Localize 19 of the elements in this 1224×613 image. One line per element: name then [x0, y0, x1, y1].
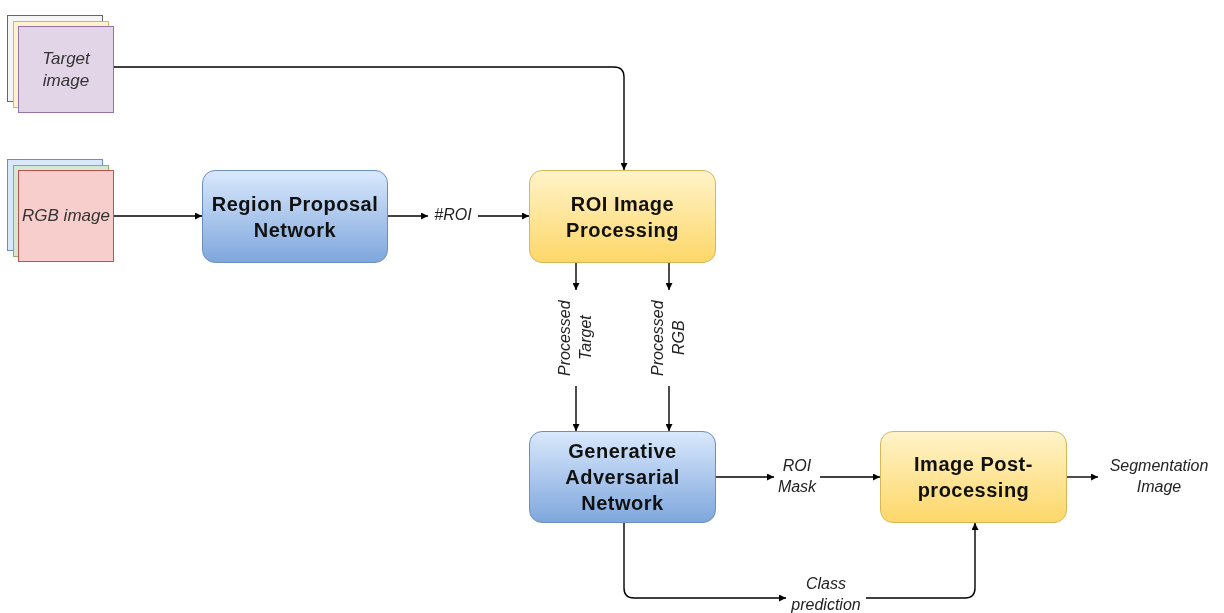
arrow [623, 522, 787, 602]
process-box: Generative Adversarial Network [529, 431, 716, 523]
arrow [387, 212, 429, 220]
process-box: ROI Image Processing [529, 170, 716, 263]
process-box: Region Proposal Network [202, 170, 388, 263]
arrow [113, 66, 628, 171]
arrow [715, 473, 775, 481]
arrow [665, 385, 673, 432]
arrow [865, 522, 979, 599]
arrow [665, 262, 673, 291]
process-box: Image Post-processing [880, 431, 1067, 523]
arrow [477, 212, 530, 220]
arrow [572, 262, 580, 291]
arrow [113, 212, 203, 220]
image-stack-sheet: Target image [18, 26, 114, 113]
arrow [819, 473, 881, 481]
arrow [572, 385, 580, 432]
arrow [1066, 473, 1099, 481]
image-stack-sheet: RGB image [18, 170, 114, 262]
